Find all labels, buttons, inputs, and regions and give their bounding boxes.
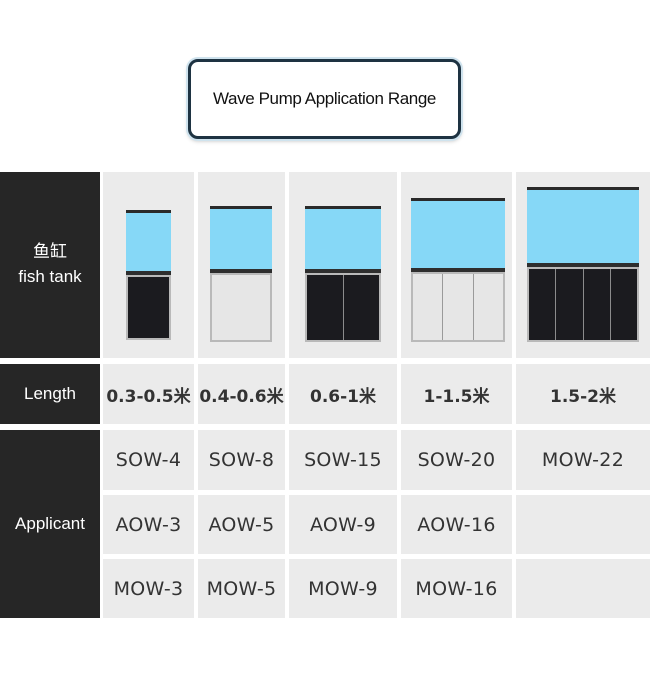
applicant-header: Applicant	[0, 430, 100, 618]
tank-illustration-4	[411, 198, 505, 342]
page-title: Wave Pump Application Range	[213, 89, 436, 108]
tank-cell-5	[516, 172, 650, 358]
applicant-cell-r2-c2: AOW-5	[198, 495, 285, 554]
length-cell-2: 0.4-0.6米	[198, 364, 285, 424]
tank-illustration-5	[527, 187, 639, 342]
tank-illustration-1	[126, 210, 171, 340]
applicant-cell-r3-c4: MOW-16	[401, 559, 512, 618]
applicant-cell-r3-c2: MOW-5	[198, 559, 285, 618]
applicant-cell-r2-c3: AOW-9	[289, 495, 397, 554]
tank-cell-2	[198, 172, 285, 358]
tank-cell-1	[103, 172, 194, 358]
applicant-cell-r1-c2: SOW-8	[198, 430, 285, 490]
tank-illustration-2	[210, 206, 272, 342]
applicant-cell-r2-c5	[516, 495, 650, 554]
applicant-cell-r1-c4: SOW-20	[401, 430, 512, 490]
applicant-cell-r3-c3: MOW-9	[289, 559, 397, 618]
applicant-label: Applicant	[15, 513, 85, 533]
applicant-cell-r1-c1: SOW-4	[103, 430, 194, 490]
length-cell-4: 1-1.5米	[401, 364, 512, 424]
length-cell-5: 1.5-2米	[516, 364, 650, 424]
applicant-cell-r1-c3: SOW-15	[289, 430, 397, 490]
tank-cell-3	[289, 172, 397, 358]
fish-tank-header: 鱼缸 fish tank	[0, 172, 100, 358]
fish-tank-label-zh: 鱼缸	[33, 242, 67, 262]
length-header: Length	[0, 364, 100, 424]
applicant-cell-r3-c1: MOW-3	[103, 559, 194, 618]
applicant-cell-r2-c4: AOW-16	[401, 495, 512, 554]
fish-tank-label-en: fish tank	[18, 267, 82, 286]
length-cell-1: 0.3-0.5米	[103, 364, 194, 424]
length-label: Length	[24, 383, 76, 403]
title-box: Wave Pump Application Range	[188, 59, 461, 139]
length-cell-3: 0.6-1米	[289, 364, 397, 424]
applicant-cell-r1-c5: MOW-22	[516, 430, 650, 490]
tank-illustration-3	[305, 206, 381, 342]
tank-cell-4	[401, 172, 512, 358]
applicant-cell-r3-c5	[516, 559, 650, 618]
applicant-cell-r2-c1: AOW-3	[103, 495, 194, 554]
